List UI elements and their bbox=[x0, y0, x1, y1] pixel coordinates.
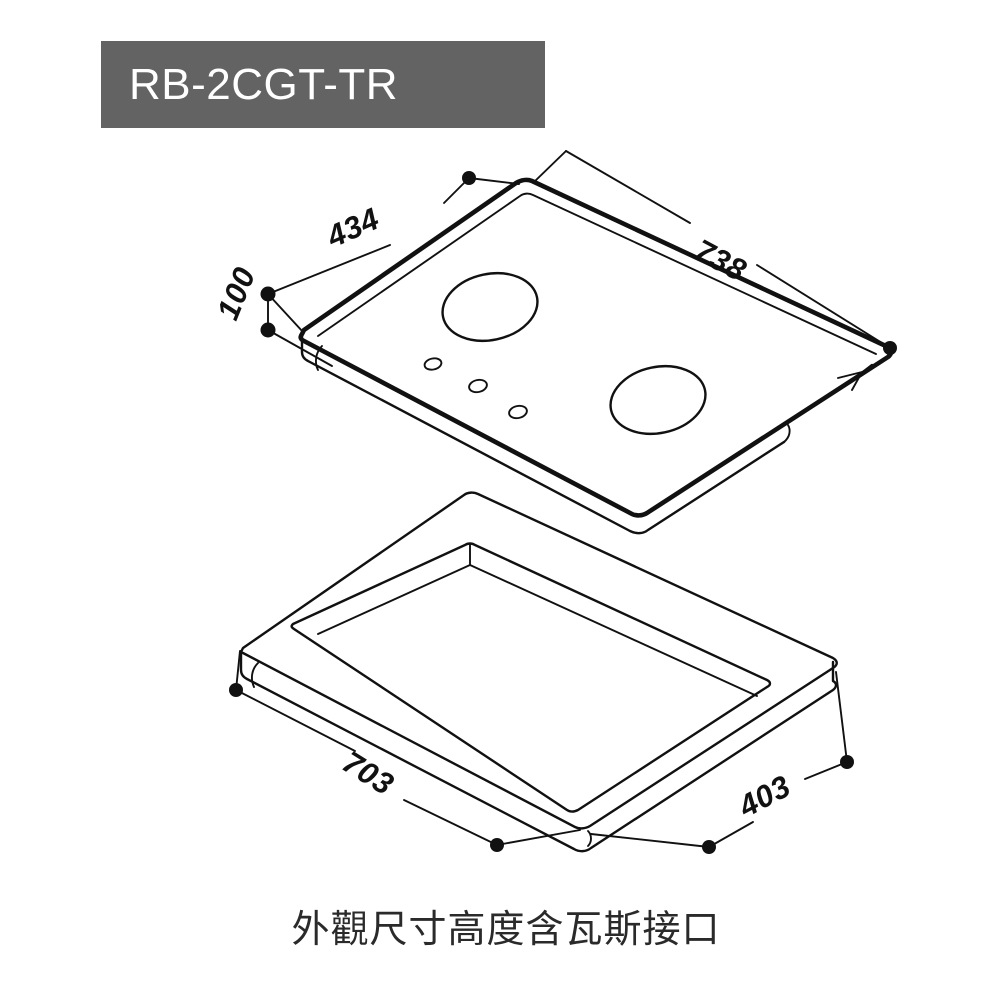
cooktop-isometric-view: 434 738 100 bbox=[210, 150, 897, 535]
control-hole-2 bbox=[468, 378, 488, 394]
diagram-caption: 外觀尺寸高度含瓦斯接口 bbox=[0, 898, 1000, 953]
cooktop-right-fold bbox=[837, 363, 874, 391]
dimension-100: 100 bbox=[210, 262, 333, 367]
dimension-endpoint-dot bbox=[260, 286, 276, 302]
cutout-slab-thickness bbox=[239, 650, 838, 853]
dimension-434: 434 bbox=[261, 171, 520, 333]
burner-opening-large bbox=[441, 272, 539, 342]
cooktop-skirt bbox=[300, 332, 791, 535]
dimension-endpoint-dot bbox=[490, 838, 504, 852]
control-hole-3 bbox=[508, 404, 528, 420]
dimension-endpoint-dot bbox=[462, 171, 476, 185]
dimension-label-403: 403 bbox=[732, 768, 796, 824]
dimension-label-100: 100 bbox=[210, 262, 262, 324]
dimension-703: 703 bbox=[229, 650, 581, 852]
cutout-opening-depth bbox=[317, 543, 758, 697]
dimension-label-434: 434 bbox=[321, 201, 385, 255]
dimension-endpoint-dot bbox=[229, 683, 243, 697]
dimension-endpoint-dot bbox=[840, 755, 854, 769]
control-hole-group bbox=[423, 357, 528, 420]
dimension-endpoint-dot bbox=[702, 840, 716, 854]
cutout-opening-rim bbox=[290, 542, 772, 813]
page-title: RB-2CGT-TR bbox=[129, 59, 398, 109]
control-hole-1 bbox=[423, 357, 443, 371]
countertop-cutout-isometric-view: 703 403 bbox=[229, 491, 854, 854]
cooktop-top-plate bbox=[298, 177, 894, 518]
cutout-slab-top bbox=[239, 491, 838, 830]
burner-opening-small bbox=[609, 365, 707, 435]
dimension-endpoint-dot bbox=[883, 341, 897, 355]
model-title-banner: RB-2CGT-TR bbox=[101, 41, 545, 128]
cooktop-top-edge-inset bbox=[317, 192, 877, 355]
diagram-caption-text: 外觀尺寸高度含瓦斯接口 bbox=[291, 907, 721, 951]
